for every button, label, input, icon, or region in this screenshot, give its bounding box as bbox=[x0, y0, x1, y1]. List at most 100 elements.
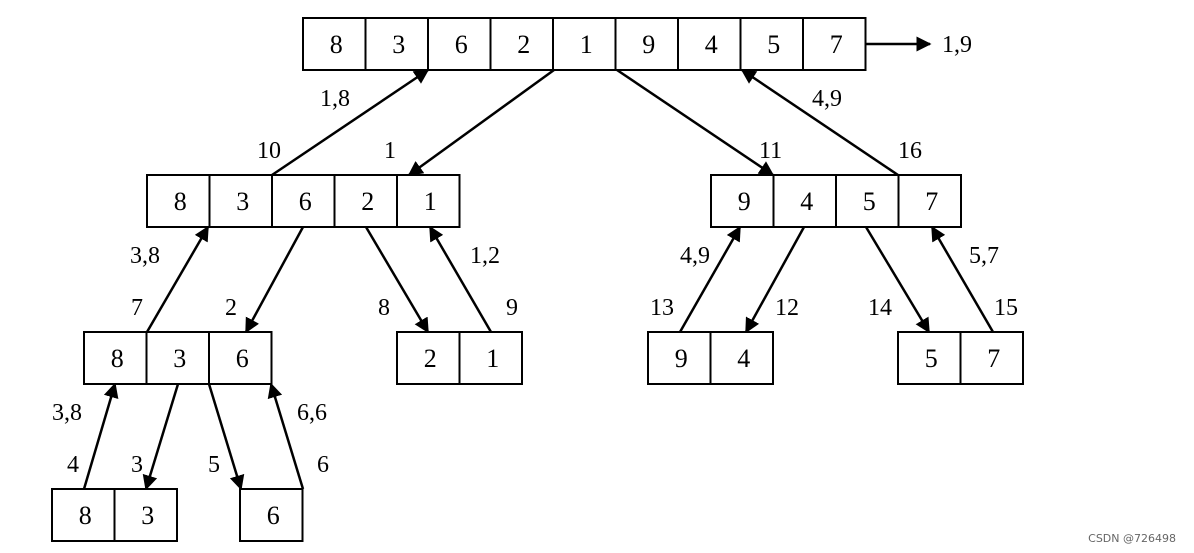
array-cell-value: 1 bbox=[424, 187, 437, 216]
array-cell bbox=[647, 331, 712, 385]
array-cell bbox=[364, 17, 429, 71]
array-cell-value: 1 bbox=[580, 30, 593, 59]
step-label: 8 bbox=[378, 295, 390, 321]
array-cell-value: 4 bbox=[800, 187, 813, 216]
final-output-label: 1,9 bbox=[942, 32, 972, 58]
array-cell-value: 2 bbox=[517, 30, 530, 59]
step-label: 14 bbox=[868, 295, 892, 321]
result-label: 3,8 bbox=[130, 243, 160, 269]
array-cell bbox=[552, 17, 617, 71]
array-cell bbox=[739, 17, 804, 71]
step-label: 13 bbox=[650, 295, 674, 321]
array-cell bbox=[208, 174, 273, 228]
array-cell-value: 9 bbox=[738, 187, 751, 216]
array-cell-value: 6 bbox=[455, 30, 468, 59]
array-left-left: 8 3 6 bbox=[83, 331, 273, 385]
array-cell bbox=[710, 174, 775, 228]
edge-ll-to-llr bbox=[207, 383, 245, 491]
result-label: 6,6 bbox=[297, 400, 327, 426]
watermark: CSDN @726498 bbox=[1088, 532, 1176, 545]
array-cell bbox=[897, 331, 962, 385]
array-cell-value: 4 bbox=[737, 344, 750, 373]
array-cell bbox=[145, 331, 210, 385]
array-cell bbox=[427, 17, 492, 71]
step-label: 7 bbox=[131, 295, 143, 321]
array-cell bbox=[897, 174, 962, 228]
array-cell-value: 1 bbox=[486, 344, 499, 373]
edges-layer bbox=[82, 36, 995, 491]
array-cell-value: 5 bbox=[767, 30, 780, 59]
array-cell bbox=[772, 174, 837, 228]
step-label: 10 bbox=[257, 138, 281, 164]
edge-root-to-left bbox=[407, 68, 555, 177]
edge-left-to-root bbox=[271, 68, 430, 177]
array-cell bbox=[208, 331, 273, 385]
edge-right-to-rl bbox=[744, 226, 806, 334]
edge-lll-to-ll bbox=[82, 382, 119, 490]
result-label: 4,9 bbox=[680, 243, 710, 269]
edge-rr-to-right bbox=[930, 225, 995, 333]
array-cell bbox=[835, 174, 900, 228]
step-label: 11 bbox=[759, 138, 782, 164]
array-cell-value: 7 bbox=[925, 187, 938, 216]
array-cell-value: 4 bbox=[705, 30, 718, 59]
result-label: 1,8 bbox=[320, 86, 350, 112]
step-label: 3 bbox=[131, 452, 143, 478]
step-label: 9 bbox=[506, 295, 518, 321]
array-cell bbox=[959, 331, 1024, 385]
array-cell-value: 3 bbox=[392, 30, 405, 59]
array-cell bbox=[709, 331, 774, 385]
array-cell bbox=[239, 488, 304, 542]
array-cell-value: 2 bbox=[424, 344, 437, 373]
array-cell-value: 8 bbox=[79, 501, 92, 530]
step-label: 4 bbox=[67, 452, 79, 478]
array-cell-value: 3 bbox=[141, 501, 154, 530]
edge-llr-to-ll bbox=[267, 382, 305, 490]
array-cell-value: 6 bbox=[267, 501, 280, 530]
array-cell bbox=[614, 17, 679, 71]
array-cell-value: 8 bbox=[111, 344, 124, 373]
result-label: 1,2 bbox=[470, 243, 500, 269]
array-cell-value: 9 bbox=[642, 30, 655, 59]
edge-ll-to-left bbox=[145, 225, 210, 333]
array-cell-value: 5 bbox=[925, 344, 938, 373]
step-label: 15 bbox=[994, 295, 1018, 321]
array-llr: 6 bbox=[239, 488, 304, 542]
edge-lr-to-left bbox=[428, 225, 493, 333]
array-cell-value: 8 bbox=[174, 187, 187, 216]
array-cell-value: 3 bbox=[173, 344, 186, 373]
array-cell-value: 5 bbox=[863, 187, 876, 216]
array-cell-value: 7 bbox=[987, 344, 1000, 373]
array-cell-value: 2 bbox=[361, 187, 374, 216]
array-cell bbox=[51, 488, 116, 542]
array-cell bbox=[146, 174, 211, 228]
array-cell bbox=[489, 17, 554, 71]
array-right: 9 4 5 7 bbox=[710, 174, 962, 228]
result-label: 3,8 bbox=[52, 400, 82, 426]
array-left: 8 3 6 2 1 bbox=[146, 174, 461, 228]
step-label: 16 bbox=[898, 138, 922, 164]
array-cell-value: 6 bbox=[236, 344, 249, 373]
array-cell bbox=[458, 331, 523, 385]
array-cell bbox=[677, 17, 742, 71]
edge-left-to-ll bbox=[244, 226, 305, 334]
edge-root-to-right bbox=[616, 68, 775, 177]
step-label: 1 bbox=[384, 138, 396, 164]
step-label: 5 bbox=[208, 452, 220, 478]
array-cell bbox=[802, 17, 867, 71]
edge-ll-to-lll bbox=[142, 383, 180, 491]
result-label: 5,7 bbox=[969, 243, 999, 269]
array-cell bbox=[83, 331, 148, 385]
array-cell bbox=[396, 174, 461, 228]
array-cell-value: 7 bbox=[830, 30, 843, 59]
array-cell-value: 3 bbox=[236, 187, 249, 216]
edge-left-to-lr bbox=[364, 226, 430, 334]
array-cell-value: 9 bbox=[675, 344, 688, 373]
array-cell-value: 6 bbox=[299, 187, 312, 216]
